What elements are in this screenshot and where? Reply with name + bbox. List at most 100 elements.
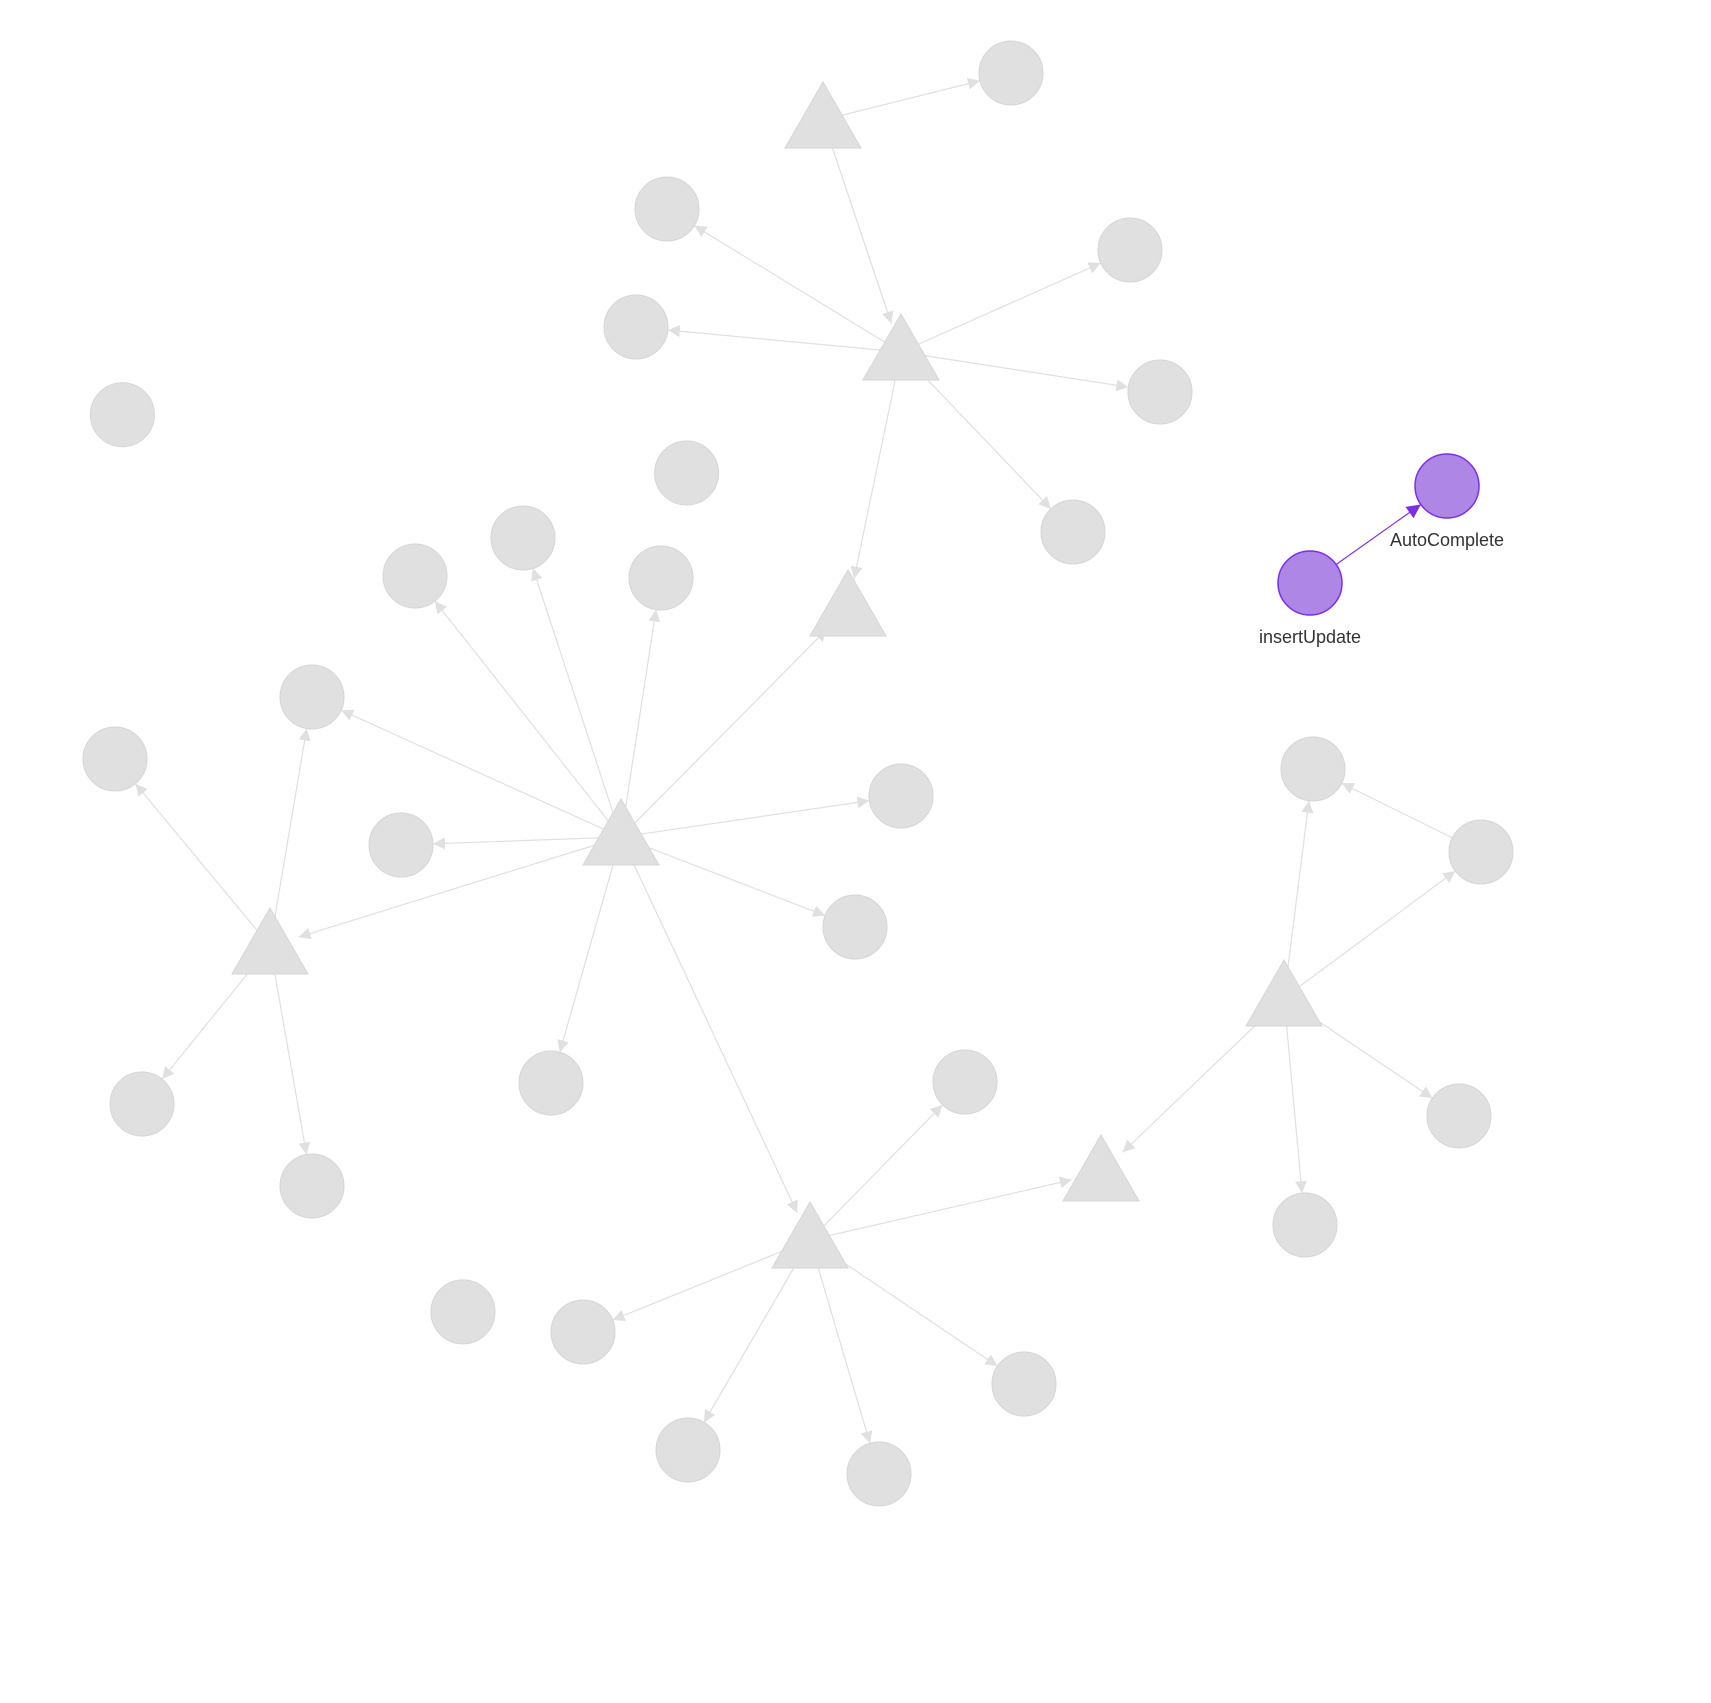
- triangle-node-shape[interactable]: [232, 908, 308, 974]
- circle-node-shape[interactable]: [1281, 737, 1345, 801]
- node-c10[interactable]: [280, 665, 344, 729]
- triangle-node-shape[interactable]: [863, 314, 939, 380]
- node-t2[interactable]: [863, 314, 939, 380]
- edge-t6-c19: [613, 1240, 810, 1320]
- node-c26[interactable]: [1273, 1193, 1337, 1257]
- node-c8[interactable]: [491, 506, 555, 570]
- edge-t4-c13: [621, 837, 825, 916]
- edge-t2-c4: [901, 263, 1101, 352]
- node-c19[interactable]: [551, 1300, 615, 1364]
- triangle-node-shape[interactable]: [772, 1202, 848, 1268]
- circle-node-shape[interactable]: [1273, 1193, 1337, 1257]
- circle-node-shape[interactable]: [655, 441, 719, 505]
- node-c6[interactable]: [1041, 500, 1105, 564]
- edge-t4-t5: [299, 837, 621, 937]
- edge-t2-t3: [854, 352, 901, 579]
- node-c29[interactable]: [655, 441, 719, 505]
- triangle-node-shape[interactable]: [810, 570, 886, 636]
- edge-t2-c3: [668, 330, 901, 352]
- node-c17[interactable]: [280, 1154, 344, 1218]
- node-t3[interactable]: [810, 570, 886, 636]
- edge-t1-c1: [823, 81, 980, 120]
- node-t4[interactable]: [583, 799, 659, 865]
- node-t8[interactable]: [1246, 960, 1322, 1026]
- edge-t4-t6: [621, 837, 797, 1213]
- node-c24[interactable]: [1449, 820, 1513, 884]
- circle-node-shape[interactable]: [110, 1072, 174, 1136]
- node-label-insertUpdate: insertUpdate: [1259, 627, 1361, 647]
- node-c20[interactable]: [656, 1418, 720, 1482]
- circle-node-shape[interactable]: [1427, 1084, 1491, 1148]
- node-c12[interactable]: [869, 764, 933, 828]
- circle-node-shape[interactable]: [1041, 500, 1105, 564]
- circle-node-shape[interactable]: [656, 1418, 720, 1482]
- circle-node-shape[interactable]: [1278, 551, 1342, 615]
- triangle-node-shape[interactable]: [1063, 1135, 1139, 1201]
- circle-node-shape[interactable]: [551, 1300, 615, 1364]
- circle-node-shape[interactable]: [1415, 454, 1479, 518]
- circle-node-shape[interactable]: [280, 1154, 344, 1218]
- edge-t4-c8: [533, 568, 621, 837]
- circle-node-shape[interactable]: [869, 764, 933, 828]
- circle-node-shape[interactable]: [1098, 218, 1162, 282]
- edge-t6-t7: [810, 1180, 1072, 1240]
- edge-t8-c24: [1284, 871, 1455, 998]
- node-t5[interactable]: [232, 908, 308, 974]
- node-t6[interactable]: [772, 1202, 848, 1268]
- node-c1[interactable]: [979, 41, 1043, 105]
- node-c14[interactable]: [519, 1051, 583, 1115]
- node-c2[interactable]: [635, 177, 699, 241]
- edge-t2-c2: [694, 226, 901, 352]
- circle-node-shape[interactable]: [491, 506, 555, 570]
- node-t1[interactable]: [785, 82, 861, 148]
- circle-node-shape[interactable]: [519, 1051, 583, 1115]
- node-c23[interactable]: [1281, 737, 1345, 801]
- circle-node-shape[interactable]: [823, 895, 887, 959]
- triangle-node-shape[interactable]: [1246, 960, 1322, 1026]
- node-c3[interactable]: [604, 295, 668, 359]
- node-c22[interactable]: [992, 1352, 1056, 1416]
- circle-node-shape[interactable]: [992, 1352, 1056, 1416]
- node-c13[interactable]: [823, 895, 887, 959]
- node-insertUpdate[interactable]: insertUpdate: [1259, 551, 1361, 647]
- node-c21[interactable]: [847, 1442, 911, 1506]
- circle-node-shape[interactable]: [431, 1280, 495, 1344]
- node-c9[interactable]: [629, 546, 693, 610]
- node-c28[interactable]: [90, 383, 154, 447]
- node-c11[interactable]: [369, 813, 433, 877]
- circle-node-shape[interactable]: [90, 383, 154, 447]
- edge-t5-c17: [270, 946, 306, 1154]
- node-c5[interactable]: [1128, 360, 1192, 424]
- node-c7[interactable]: [383, 544, 447, 608]
- circle-node-shape[interactable]: [933, 1050, 997, 1114]
- circle-node-shape[interactable]: [635, 177, 699, 241]
- node-c15[interactable]: [83, 727, 147, 791]
- circle-node-shape[interactable]: [369, 813, 433, 877]
- circle-node-shape[interactable]: [604, 295, 668, 359]
- node-c18[interactable]: [933, 1050, 997, 1114]
- circle-node-shape[interactable]: [979, 41, 1043, 105]
- circle-node-shape[interactable]: [83, 727, 147, 791]
- node-c25[interactable]: [1427, 1084, 1491, 1148]
- edge-t5-c15: [135, 784, 270, 946]
- node-c27[interactable]: [431, 1280, 495, 1344]
- edge-t6-c18: [810, 1105, 943, 1240]
- edge-t4-c14: [560, 837, 621, 1052]
- circle-node-shape[interactable]: [629, 546, 693, 610]
- circle-node-shape[interactable]: [1128, 360, 1192, 424]
- edge-t2-c5: [901, 352, 1128, 387]
- node-t7[interactable]: [1063, 1135, 1139, 1201]
- node-c4[interactable]: [1098, 218, 1162, 282]
- triangle-node-shape[interactable]: [785, 82, 861, 148]
- node-label-AutoComplete: AutoComplete: [1390, 530, 1504, 550]
- edge-t4-c9: [621, 610, 656, 837]
- node-AutoComplete[interactable]: AutoComplete: [1390, 454, 1504, 550]
- circle-node-shape[interactable]: [383, 544, 447, 608]
- circle-node-shape[interactable]: [280, 665, 344, 729]
- circle-node-shape[interactable]: [1449, 820, 1513, 884]
- edge-t8-c26: [1284, 998, 1302, 1193]
- node-c16[interactable]: [110, 1072, 174, 1136]
- triangle-node-shape[interactable]: [583, 799, 659, 865]
- circle-node-shape[interactable]: [847, 1442, 911, 1506]
